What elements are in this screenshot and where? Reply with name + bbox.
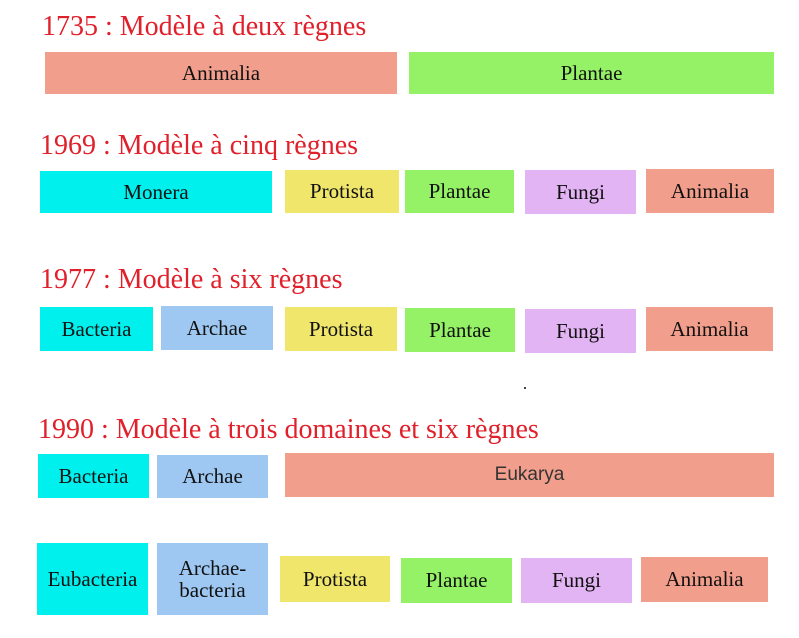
box-animalia: Animalia	[641, 557, 768, 602]
box-monera: Monera	[40, 171, 272, 213]
box-animalia: Animalia	[646, 169, 774, 213]
heading-1990: 1990 : Modèle à trois domaines et six rè…	[38, 414, 539, 445]
box-fungi: Fungi	[525, 170, 636, 214]
box-animalia: Animalia	[45, 52, 397, 94]
box-archae: Archae	[157, 455, 268, 498]
box-plantae: Plantae	[405, 308, 515, 352]
stray-dot	[524, 387, 526, 389]
box-plantae: Plantae	[405, 170, 514, 213]
box-bacteria: Bacteria	[38, 454, 149, 498]
box-protista: Protista	[285, 307, 397, 351]
box-fungi: Fungi	[521, 558, 632, 603]
box-plantae: Plantae	[401, 558, 512, 603]
heading-1969: 1969 : Modèle à cinq règnes	[40, 130, 359, 161]
box-fungi: Fungi	[525, 309, 636, 353]
heading-1735: 1735 : Modèle à deux règnes	[42, 11, 367, 42]
box-protista: Protista	[280, 556, 390, 602]
box-bacteria: Bacteria	[40, 307, 153, 351]
box-eukarya: Eukarya	[285, 453, 774, 497]
box-animalia: Animalia	[646, 307, 773, 351]
box-plantae: Plantae	[409, 52, 774, 94]
box-archae: Archae	[161, 306, 273, 350]
heading-1977: 1977 : Modèle à six règnes	[40, 264, 343, 295]
box-archaebacteria: Archae- bacteria	[157, 543, 268, 615]
box-eubacteria: Eubacteria	[37, 543, 148, 615]
box-protista: Protista	[285, 170, 399, 213]
